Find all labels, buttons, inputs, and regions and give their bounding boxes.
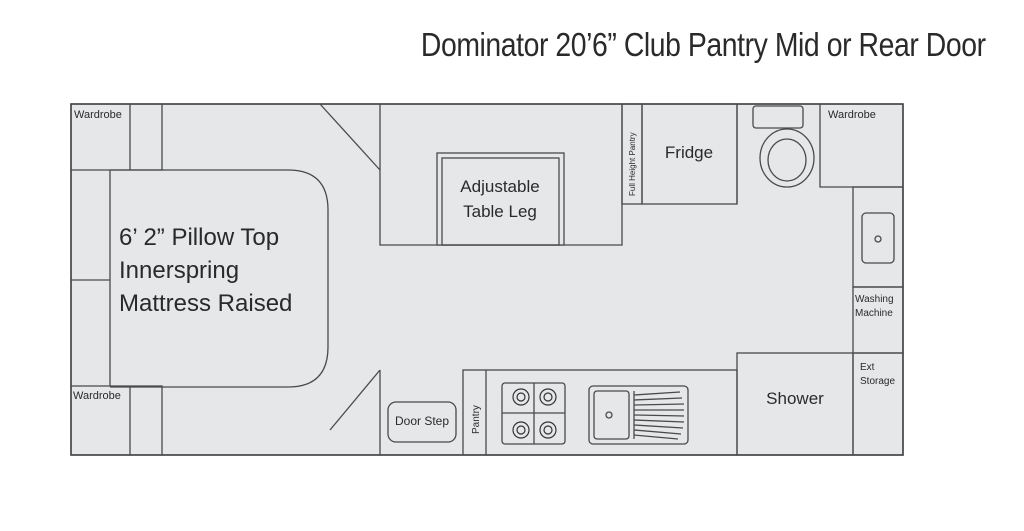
fridge-label: Fridge xyxy=(665,143,713,162)
full-height-pantry-label: Full Height Pantry xyxy=(628,132,637,196)
ext-storage-label-line2: Storage xyxy=(860,376,895,387)
pantry-label: Pantry xyxy=(471,405,482,434)
kitchen-bench: Pantry xyxy=(462,369,738,456)
table-label-line2: Table Leg xyxy=(463,202,537,221)
kitchen-sink xyxy=(588,385,689,445)
door-step-label: Door Step xyxy=(395,414,449,428)
wardrobe-top-left-label: Wardrobe xyxy=(74,109,122,121)
wardrobe-top-right-label: Wardrobe xyxy=(828,109,876,121)
washing-label-line2: Machine xyxy=(855,308,893,319)
table xyxy=(436,152,565,246)
washing-label-line1: Washing xyxy=(855,294,894,305)
wardrobe-bottom-left-label: Wardrobe xyxy=(73,390,121,402)
toilet xyxy=(752,105,815,188)
wardrobe-bottom-left: Wardrobe xyxy=(71,385,163,455)
plan-title: Dominator 20’6” Club Pantry Mid or Rear … xyxy=(421,26,986,63)
cooktop xyxy=(501,382,566,445)
bed: 6’ 2” Pillow Top Innerspring Mattress Ra… xyxy=(110,169,329,388)
bed-label-line3: Mattress Raised xyxy=(119,290,292,317)
bed-label-line2: Innerspring xyxy=(119,257,239,284)
door-step: Door Step xyxy=(387,401,457,443)
shower-label: Shower xyxy=(766,389,824,408)
ext-storage-label-line1: Ext xyxy=(860,362,875,373)
table-label-line1: Adjustable xyxy=(460,177,539,196)
bed-label-line1: 6’ 2” Pillow Top xyxy=(119,224,279,251)
